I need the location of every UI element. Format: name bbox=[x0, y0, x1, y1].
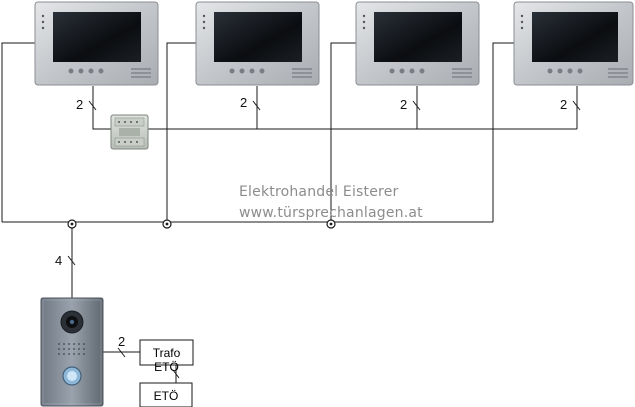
monitor-1-bus-riser bbox=[1, 42, 35, 222]
eto-box bbox=[139, 382, 193, 407]
monitor-2 bbox=[195, 1, 320, 86]
monitor-2-bus-riser bbox=[166, 42, 196, 222]
monitor-3-wire-count: 2 bbox=[400, 97, 408, 112]
door-trafo-wire-count: 2 bbox=[118, 334, 126, 349]
door-station bbox=[40, 297, 104, 407]
monitor-3 bbox=[355, 1, 480, 86]
monitor-4-wire-count: 2 bbox=[560, 97, 568, 112]
trafo-label: Trafo ETÖ bbox=[152, 346, 181, 374]
monitor-2-wire-count: 2 bbox=[240, 95, 248, 110]
eto-label: ETÖ bbox=[153, 389, 179, 403]
monitor-3-bus-riser bbox=[330, 42, 356, 222]
monitor-1-wire-count: 2 bbox=[76, 97, 84, 112]
watermark-company: Elektrohandel Eisterer bbox=[239, 184, 399, 200]
monitor-4 bbox=[513, 1, 634, 86]
watermark-url: www.türsprechanlagen.at bbox=[239, 205, 423, 221]
door-bus-wire-count: 4 bbox=[55, 253, 63, 268]
trafo-box bbox=[139, 339, 194, 366]
wire-ticks bbox=[67, 100, 581, 379]
bus-junctions bbox=[67, 219, 336, 229]
monitor-4-bus-riser bbox=[492, 42, 514, 222]
monitor-1-power-drop bbox=[92, 86, 113, 130]
speaker-grille bbox=[58, 343, 85, 355]
power-supply-unit bbox=[110, 114, 149, 150]
monitor-1 bbox=[34, 1, 159, 86]
